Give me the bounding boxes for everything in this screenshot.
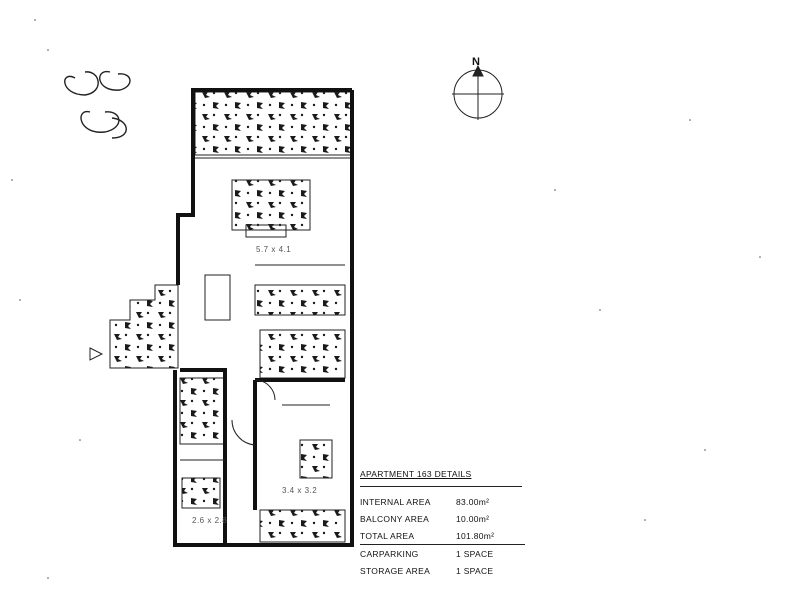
room-dimension-living: 5.7 x 4.1 <box>256 245 292 254</box>
apartment-details-table: APARTMENT 163 DETAILS INTERNAL AREA 83.0… <box>360 469 525 579</box>
detail-value: 10.00m² <box>456 513 490 524</box>
detail-value: 1 SPACE <box>456 548 494 559</box>
left-balcony <box>109 284 179 369</box>
hatched-zones <box>109 91 353 543</box>
detail-label: INTERNAL AREA <box>360 496 431 507</box>
details-row: STORAGE AREA 1 SPACE <box>360 562 525 579</box>
detail-value: 83.00m² <box>456 496 490 507</box>
top-balcony <box>194 91 353 156</box>
details-row: TOTAL AREA 101.80m² <box>360 527 525 545</box>
compass-icon <box>452 64 504 120</box>
details-row: BALCONY AREA 10.00m² <box>360 510 525 527</box>
bed2-bed <box>299 439 333 479</box>
details-row: INTERNAL AREA 83.00m² <box>360 493 525 510</box>
detail-value: 101.80m² <box>456 530 495 541</box>
ensuite-zone <box>181 477 221 509</box>
scan-specks <box>11 19 761 579</box>
inner-lines <box>89 157 350 461</box>
bath-zone <box>179 377 226 445</box>
logo-scribble <box>64 70 131 139</box>
title-underline <box>360 486 522 487</box>
living-rug <box>231 179 311 231</box>
bed1-zone <box>259 329 346 379</box>
walls <box>173 88 354 547</box>
kitchen-bench <box>254 284 346 316</box>
bottom-balcony <box>259 509 346 543</box>
room-dimension-bed1: 3.4 x 3.2 <box>282 486 318 495</box>
detail-label: CARPARKING <box>360 548 419 559</box>
detail-label: BALCONY AREA <box>360 513 430 524</box>
detail-label: STORAGE AREA <box>360 565 431 576</box>
compass-letter: N <box>472 56 480 68</box>
detail-value: 1 SPACE <box>456 565 494 576</box>
details-row: CARPARKING 1 SPACE <box>360 545 525 562</box>
details-title: APARTMENT 163 DETAILS <box>360 469 472 479</box>
room-dimension-bed2: 2.6 x 2.8 <box>192 516 228 525</box>
detail-label: TOTAL AREA <box>360 530 415 541</box>
